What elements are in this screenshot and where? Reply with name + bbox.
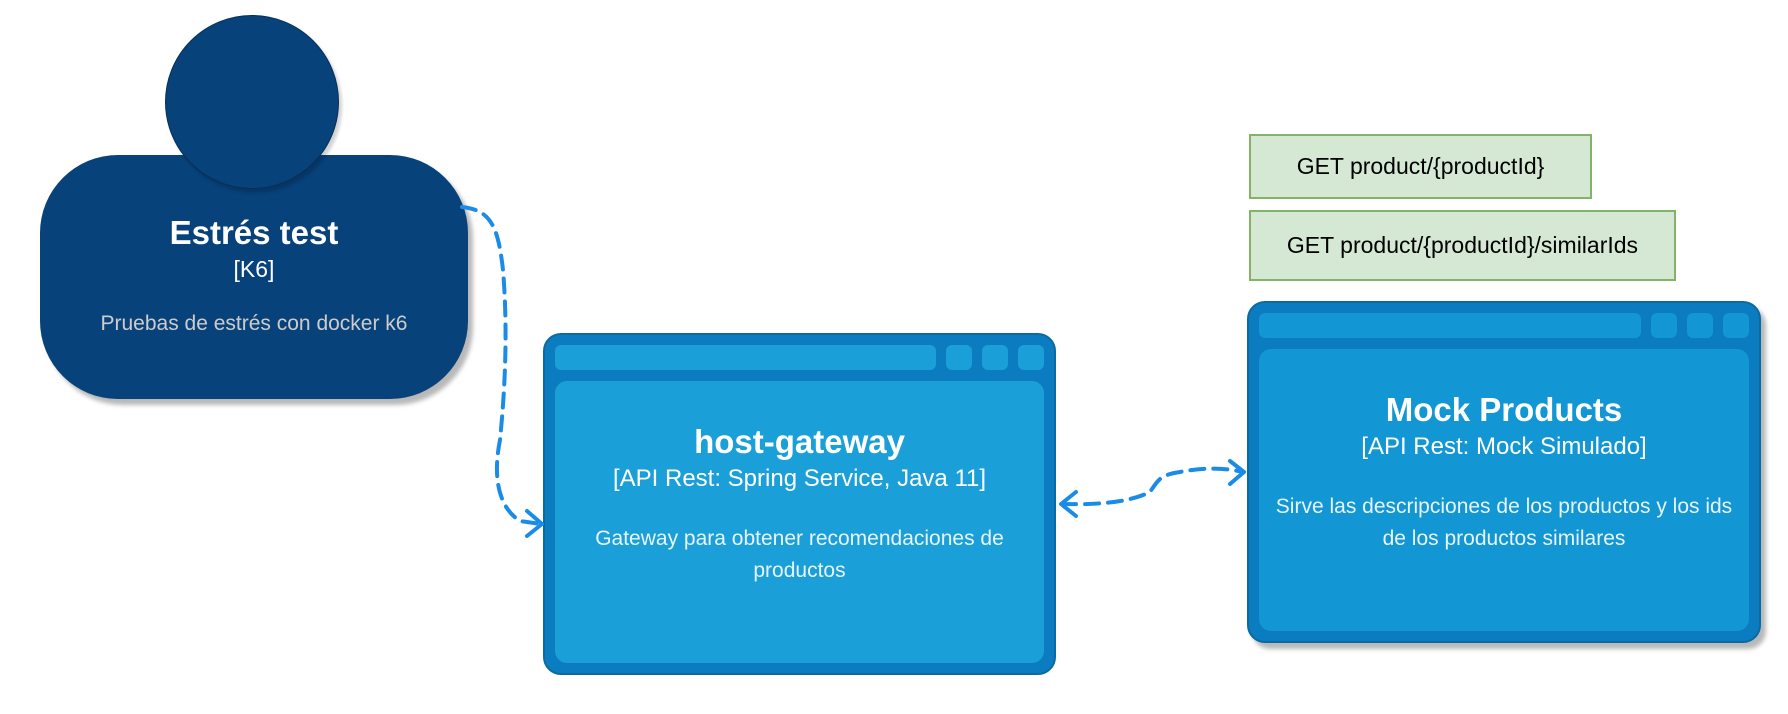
connector-gateway-to-mock[interactable]: [1060, 466, 1245, 507]
arrowhead-icon: [1059, 490, 1078, 518]
mock-products-container[interactable]: Mock Products [API Rest: Mock Simulado] …: [1247, 301, 1761, 643]
mock-content-panel: [1259, 349, 1749, 631]
person-technology: [K6]: [233, 256, 275, 282]
browser-button: [1018, 345, 1044, 370]
person-head-shape: [165, 15, 339, 189]
person-title: Estrés test: [169, 214, 339, 251]
endpoint-note[interactable]: GET product/{productId}: [1249, 134, 1592, 199]
browser-button: [946, 345, 972, 370]
gateway-technology: [API Rest: Spring Service, Java 11]: [612, 465, 987, 492]
browser-button: [1687, 313, 1713, 338]
mock-description: Sirve las descripciones de los productos…: [1275, 495, 1733, 550]
person-body-shape: [40, 155, 468, 399]
browser-url-bar: [555, 345, 936, 370]
mock-technology: [API Rest: Mock Simulado]: [1361, 433, 1647, 460]
gateway-container[interactable]: host-gateway [API Rest: Spring Service, …: [543, 333, 1056, 675]
browser-button: [1651, 313, 1677, 338]
browser-button: [982, 345, 1008, 370]
mock-title: Mock Products: [1385, 391, 1623, 428]
browser-url-bar: [1259, 313, 1641, 338]
endpoint-note[interactable]: GET product/{productId}/similarIds: [1249, 210, 1676, 281]
person-description: Pruebas de estrés con docker k6: [100, 312, 408, 335]
connector-person-to-gateway[interactable]: [460, 205, 543, 526]
gateway-content-panel: [555, 381, 1044, 663]
arrowhead-icon: [525, 509, 544, 538]
gateway-description: Gateway para obtener recomendaciones de …: [595, 527, 1004, 582]
arrowhead-icon: [1228, 459, 1246, 486]
browser-button: [1723, 313, 1749, 338]
gateway-title: host-gateway: [694, 423, 905, 460]
